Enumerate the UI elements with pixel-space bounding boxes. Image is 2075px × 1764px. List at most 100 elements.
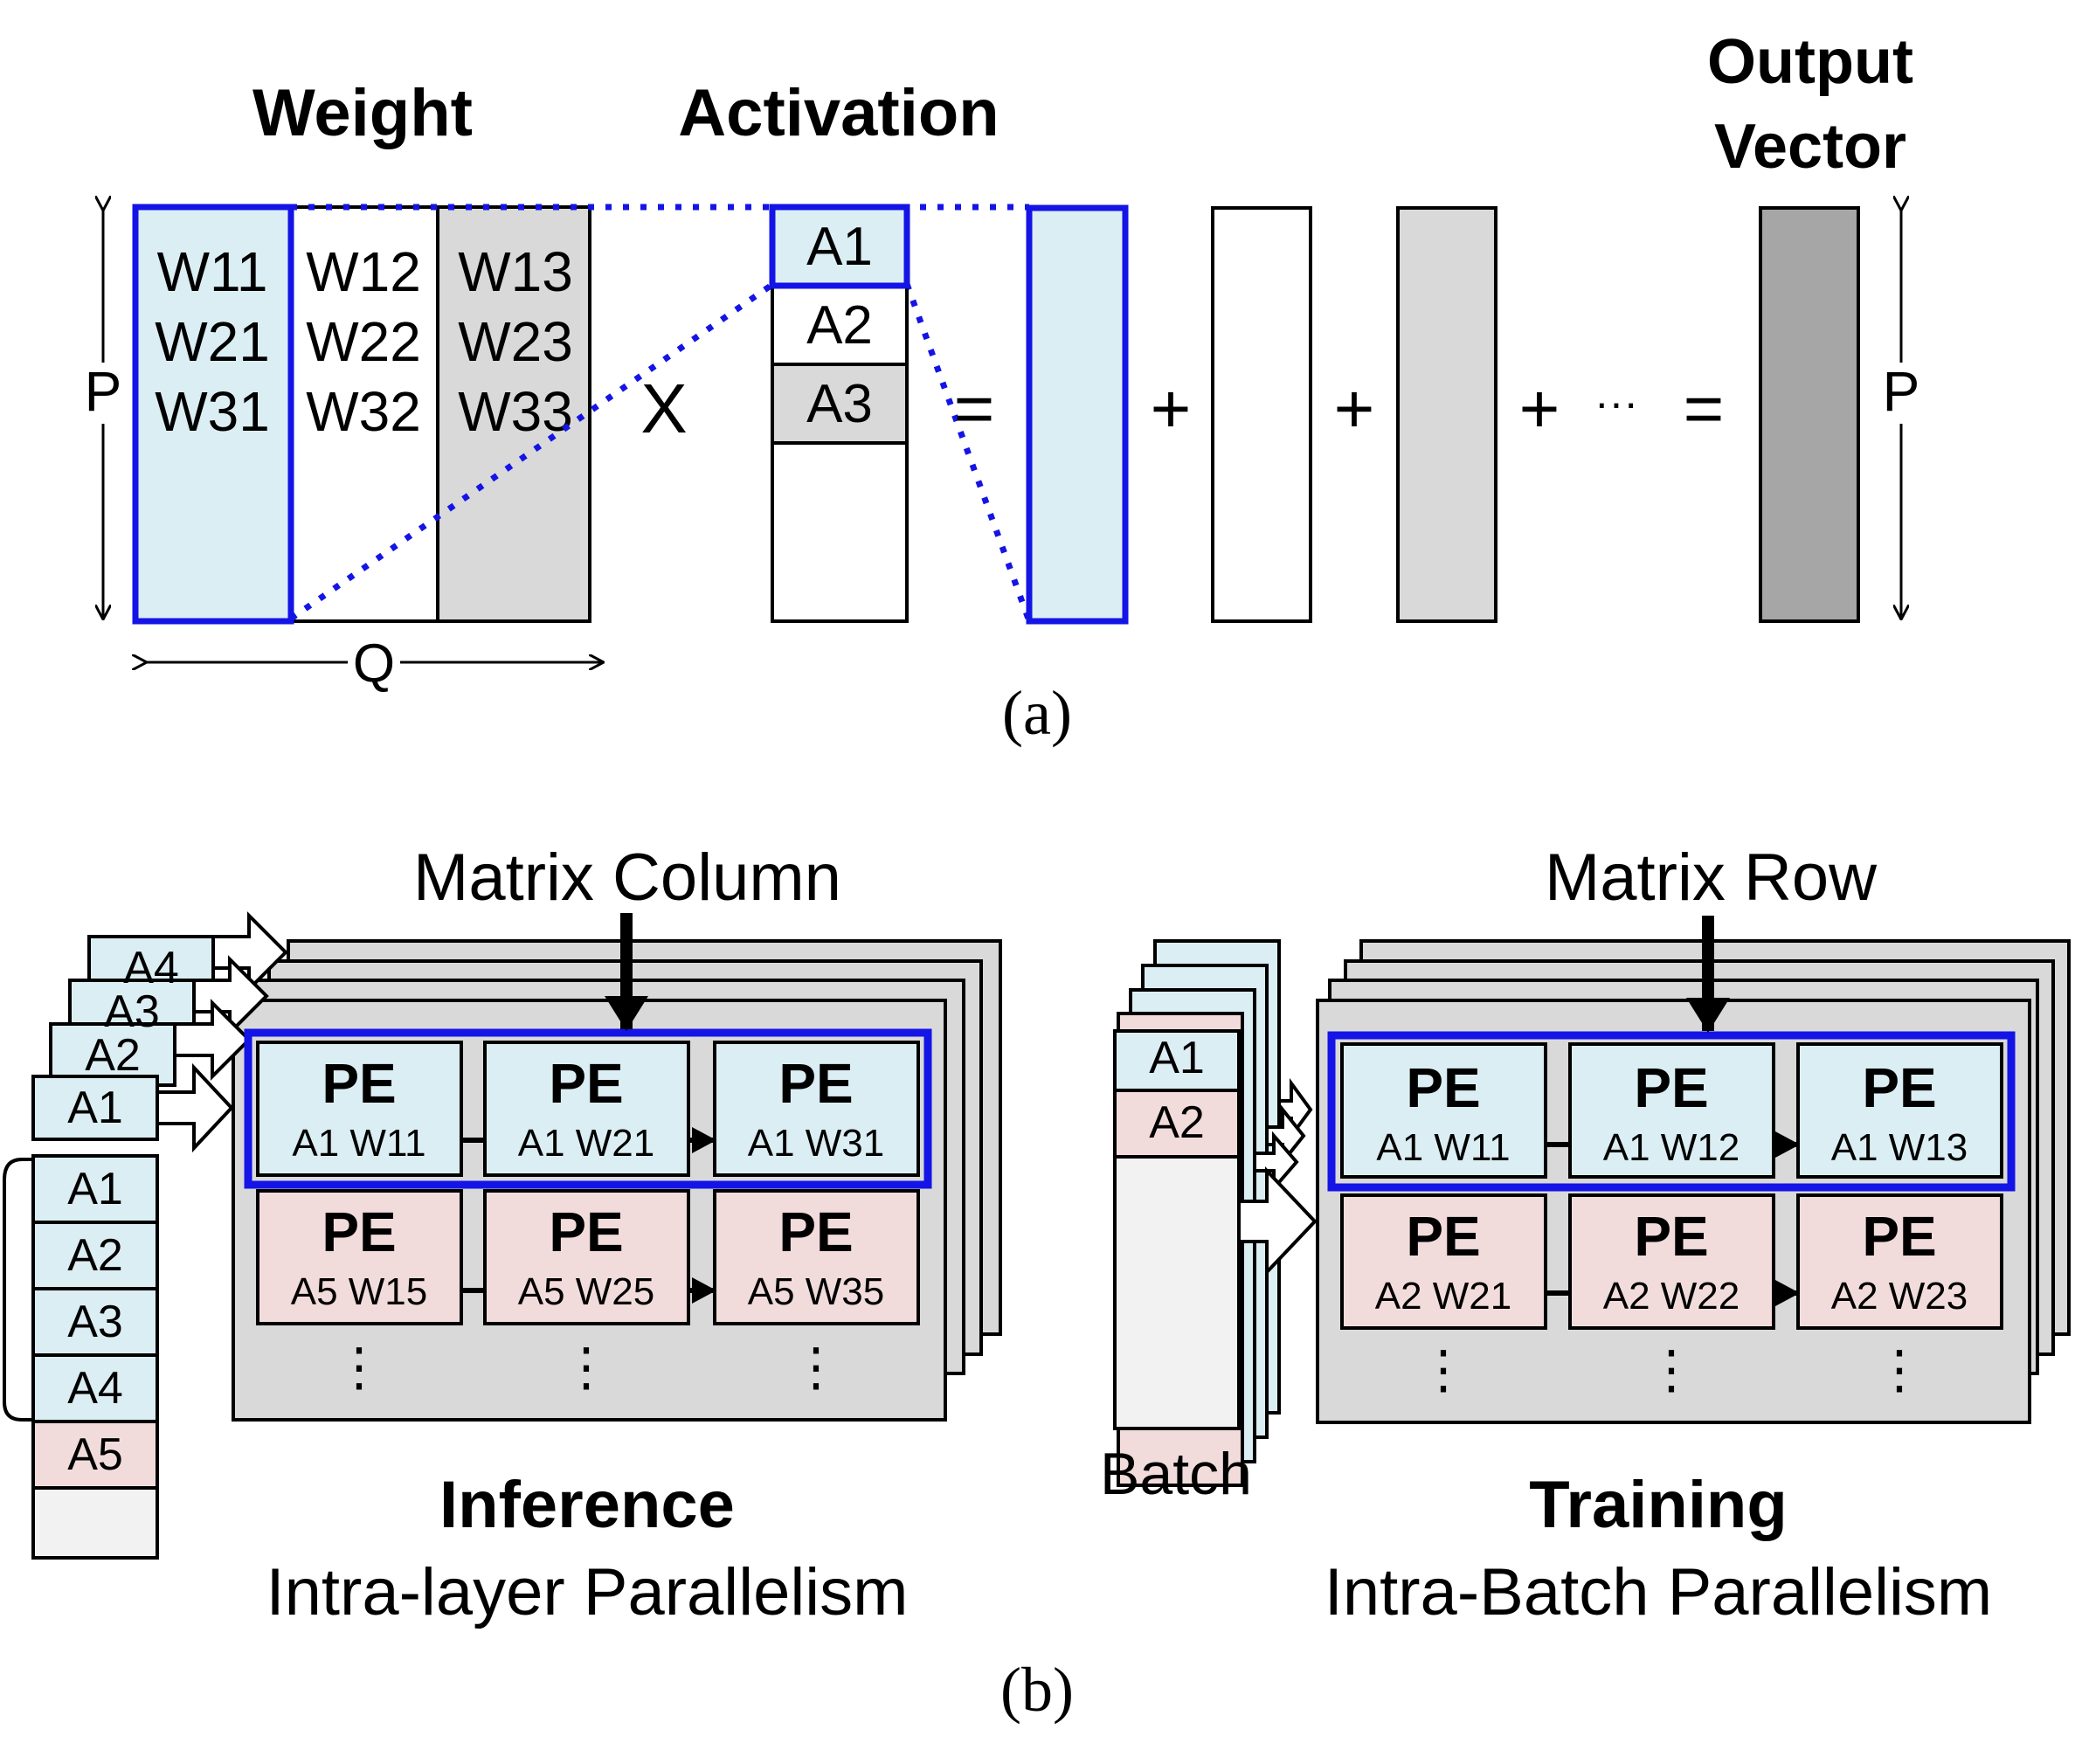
pe-op: A1 W11 bbox=[292, 1122, 425, 1165]
vdots: ⋮ bbox=[560, 1338, 612, 1396]
panel-b-inference: Matrix Column A4 A3 A2 A1 bbox=[3, 840, 1002, 1629]
vdots: ⋮ bbox=[333, 1338, 385, 1396]
training-subtitle: Intra-Batch Parallelism bbox=[1325, 1555, 1993, 1629]
activation-cell-a3 bbox=[771, 363, 909, 445]
caption-b: (b) bbox=[1000, 1655, 1074, 1725]
inference-pe-row-2 bbox=[256, 1189, 920, 1325]
batch-label: Batch bbox=[1100, 1441, 1252, 1507]
inference-subtitle: Intra-layer Parallelism bbox=[266, 1555, 909, 1629]
pe-op: A5 W35 bbox=[748, 1270, 885, 1313]
pe-op: A2 W23 bbox=[1831, 1275, 1968, 1318]
stack-label: A1 bbox=[67, 1083, 123, 1133]
stack-label: A2 bbox=[85, 1030, 141, 1081]
pe-label: PE bbox=[1862, 1056, 1936, 1119]
weight-column-2 bbox=[289, 205, 439, 623]
weight-cell: W32 bbox=[306, 380, 421, 443]
stack-label: A3 bbox=[104, 986, 160, 1037]
weight-labels: W11 W21 W31 W12 W22 W32 W13 W23 W33 bbox=[155, 240, 573, 443]
training-pe-row-1 bbox=[1340, 1042, 2003, 1179]
pe-op: A5 W25 bbox=[518, 1270, 655, 1313]
inference-title: Inference bbox=[439, 1468, 735, 1542]
activation-cell-a2 bbox=[771, 284, 909, 366]
weight-cell: W11 bbox=[157, 240, 268, 303]
batch-item: A2 bbox=[1149, 1097, 1205, 1148]
inference-input-stack: A4 A3 A2 A1 bbox=[31, 935, 215, 1141]
queue-item: A2 bbox=[67, 1230, 123, 1281]
weight-cell: W21 bbox=[155, 310, 270, 373]
q-label: Q bbox=[353, 633, 395, 694]
pe-label: PE bbox=[1406, 1056, 1480, 1119]
pe-op: A2 W21 bbox=[1375, 1275, 1512, 1318]
plus-sign: + bbox=[1151, 370, 1192, 447]
pe-op: A5 W15 bbox=[291, 1270, 428, 1313]
matrix-column-label: Matrix Column bbox=[413, 840, 841, 915]
queue-item: A1 bbox=[67, 1164, 123, 1214]
activation-cell-a1 bbox=[769, 204, 910, 289]
p-label-left: P bbox=[85, 360, 122, 423]
training-pe-row-2 bbox=[1340, 1193, 2003, 1330]
pe-op: A1 W11 bbox=[1376, 1126, 1510, 1169]
output-title-line1: Output bbox=[1707, 27, 1913, 97]
output-title-line2: Vector bbox=[1714, 112, 1906, 182]
training-feed-arrows bbox=[1237, 1077, 1318, 1277]
pe-label: PE bbox=[549, 1200, 623, 1263]
partial-vector-2 bbox=[1211, 206, 1312, 623]
pe-label: PE bbox=[778, 1200, 853, 1263]
weight-cell: W22 bbox=[306, 310, 421, 373]
weight-cell: W12 bbox=[306, 240, 421, 303]
inference-queue: A1 A2 A3 A4 A5 bbox=[3, 1154, 159, 1560]
queue-item: A3 bbox=[67, 1297, 123, 1347]
caption-a: (a) bbox=[1002, 678, 1072, 748]
activation-title: Activation bbox=[678, 76, 999, 150]
pe-label: PE bbox=[1406, 1205, 1480, 1268]
vdots: ⋮ bbox=[1873, 1340, 1926, 1399]
partial-vector-3 bbox=[1396, 206, 1497, 623]
training-highlight bbox=[1327, 1031, 2016, 1192]
queue-item: A5 bbox=[67, 1429, 123, 1480]
pe-op: A1 W13 bbox=[1831, 1126, 1968, 1169]
feed-arrows bbox=[156, 911, 288, 1153]
loop-bracket bbox=[3, 1158, 33, 1422]
p-label-right: P bbox=[1883, 360, 1920, 423]
batch-item: A1 bbox=[1149, 1033, 1205, 1083]
pe-op: A1 W31 bbox=[748, 1122, 885, 1165]
equals-sign: = bbox=[954, 370, 995, 447]
inference-pe-row-1 bbox=[256, 1041, 920, 1177]
queue-item: A4 bbox=[67, 1363, 123, 1414]
vdots: ⋮ bbox=[790, 1338, 842, 1396]
panel-b-training: Matrix Row A1 A2 bbox=[1100, 840, 2071, 1629]
weight-cell: W23 bbox=[458, 310, 573, 373]
plus-sign: + bbox=[1519, 370, 1560, 447]
pe-label: PE bbox=[778, 1052, 853, 1115]
pe-op: A2 W22 bbox=[1603, 1275, 1740, 1318]
weight-column-3 bbox=[436, 205, 591, 623]
weight-cell: W31 bbox=[155, 380, 270, 443]
training-title: Training bbox=[1529, 1468, 1788, 1542]
pe-label: PE bbox=[322, 1200, 396, 1263]
activation-label: A2 bbox=[806, 295, 873, 356]
activation-label: A1 bbox=[806, 217, 873, 277]
pe-label: PE bbox=[322, 1052, 396, 1115]
plus-sign: + bbox=[1334, 370, 1375, 447]
pe-op: A1 W12 bbox=[1603, 1126, 1740, 1169]
inference-highlight bbox=[244, 1028, 932, 1189]
vdots: ⋮ bbox=[1417, 1340, 1470, 1399]
panel-a: Weight Activation Output Vector W11 W21 … bbox=[81, 27, 1924, 748]
matrix-row-label: Matrix Row bbox=[1545, 840, 1878, 915]
vdots: ⋮ bbox=[1645, 1340, 1698, 1399]
partial-vector-1 bbox=[1026, 204, 1129, 625]
ellipsis: ··· bbox=[1594, 378, 1638, 427]
equals-sign: = bbox=[1684, 370, 1725, 447]
stack-label: A4 bbox=[123, 943, 179, 993]
pe-op: A1 W21 bbox=[518, 1122, 655, 1165]
pe-label: PE bbox=[1634, 1056, 1708, 1119]
batch-stack: A1 A2 bbox=[1113, 939, 1281, 1487]
pe-label: PE bbox=[1634, 1205, 1708, 1268]
output-vector bbox=[1759, 206, 1860, 623]
weight-cell: W33 bbox=[458, 380, 573, 443]
multiply-sign: X bbox=[640, 370, 687, 447]
activation-label: A3 bbox=[806, 374, 873, 434]
weight-title: Weight bbox=[252, 76, 473, 150]
weight-cell: W13 bbox=[458, 240, 573, 303]
pe-label: PE bbox=[1862, 1205, 1936, 1268]
